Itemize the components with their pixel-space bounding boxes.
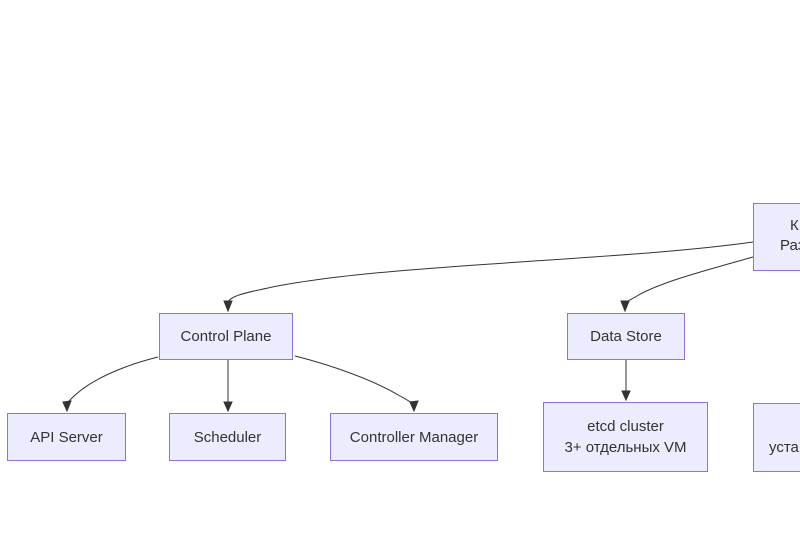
arrowhead-controller-manager [409,400,419,413]
arrowhead-etcd [621,390,631,402]
arrowhead-scheduler [223,401,233,413]
arrowhead-control-plane [223,300,233,313]
node-data-store: Data Store [567,313,685,360]
node-api-server-label: API Server [30,428,103,446]
node-controller-manager-label: Controller Manager [349,428,479,446]
node-control-plane: Control Plane [159,313,293,360]
edge-cluster-to-data-store [624,256,754,304]
node-control-plane-label: Control Plane [180,328,272,345]
node-cluster-line1: К [790,217,799,234]
arrowhead-data-store [620,300,630,313]
edge-control-to-api-server [67,356,159,403]
node-etcd-line1: etcd cluster [587,418,664,435]
node-api-server: API Server [7,413,126,461]
node-right-bottom-line2: уста [769,439,799,456]
node-right-bottom-partial: уста [753,403,800,472]
edge-control-to-controller-manager [294,355,414,405]
node-scheduler-label: Scheduler [193,428,262,446]
node-cluster-partial: К Раз [753,203,800,271]
node-cluster-line2: Раз [780,237,800,254]
edge-cluster-to-control-plane [227,241,754,303]
arrowhead-api-server [62,400,72,413]
node-scheduler: Scheduler [169,413,286,461]
node-data-store-label: Data Store [590,328,662,345]
node-etcd-line2: 3+ отдельных VM [564,439,687,456]
node-controller-manager: Controller Manager [330,413,498,461]
node-etcd-cluster: etcd cluster 3+ отдельных VM [543,402,708,472]
